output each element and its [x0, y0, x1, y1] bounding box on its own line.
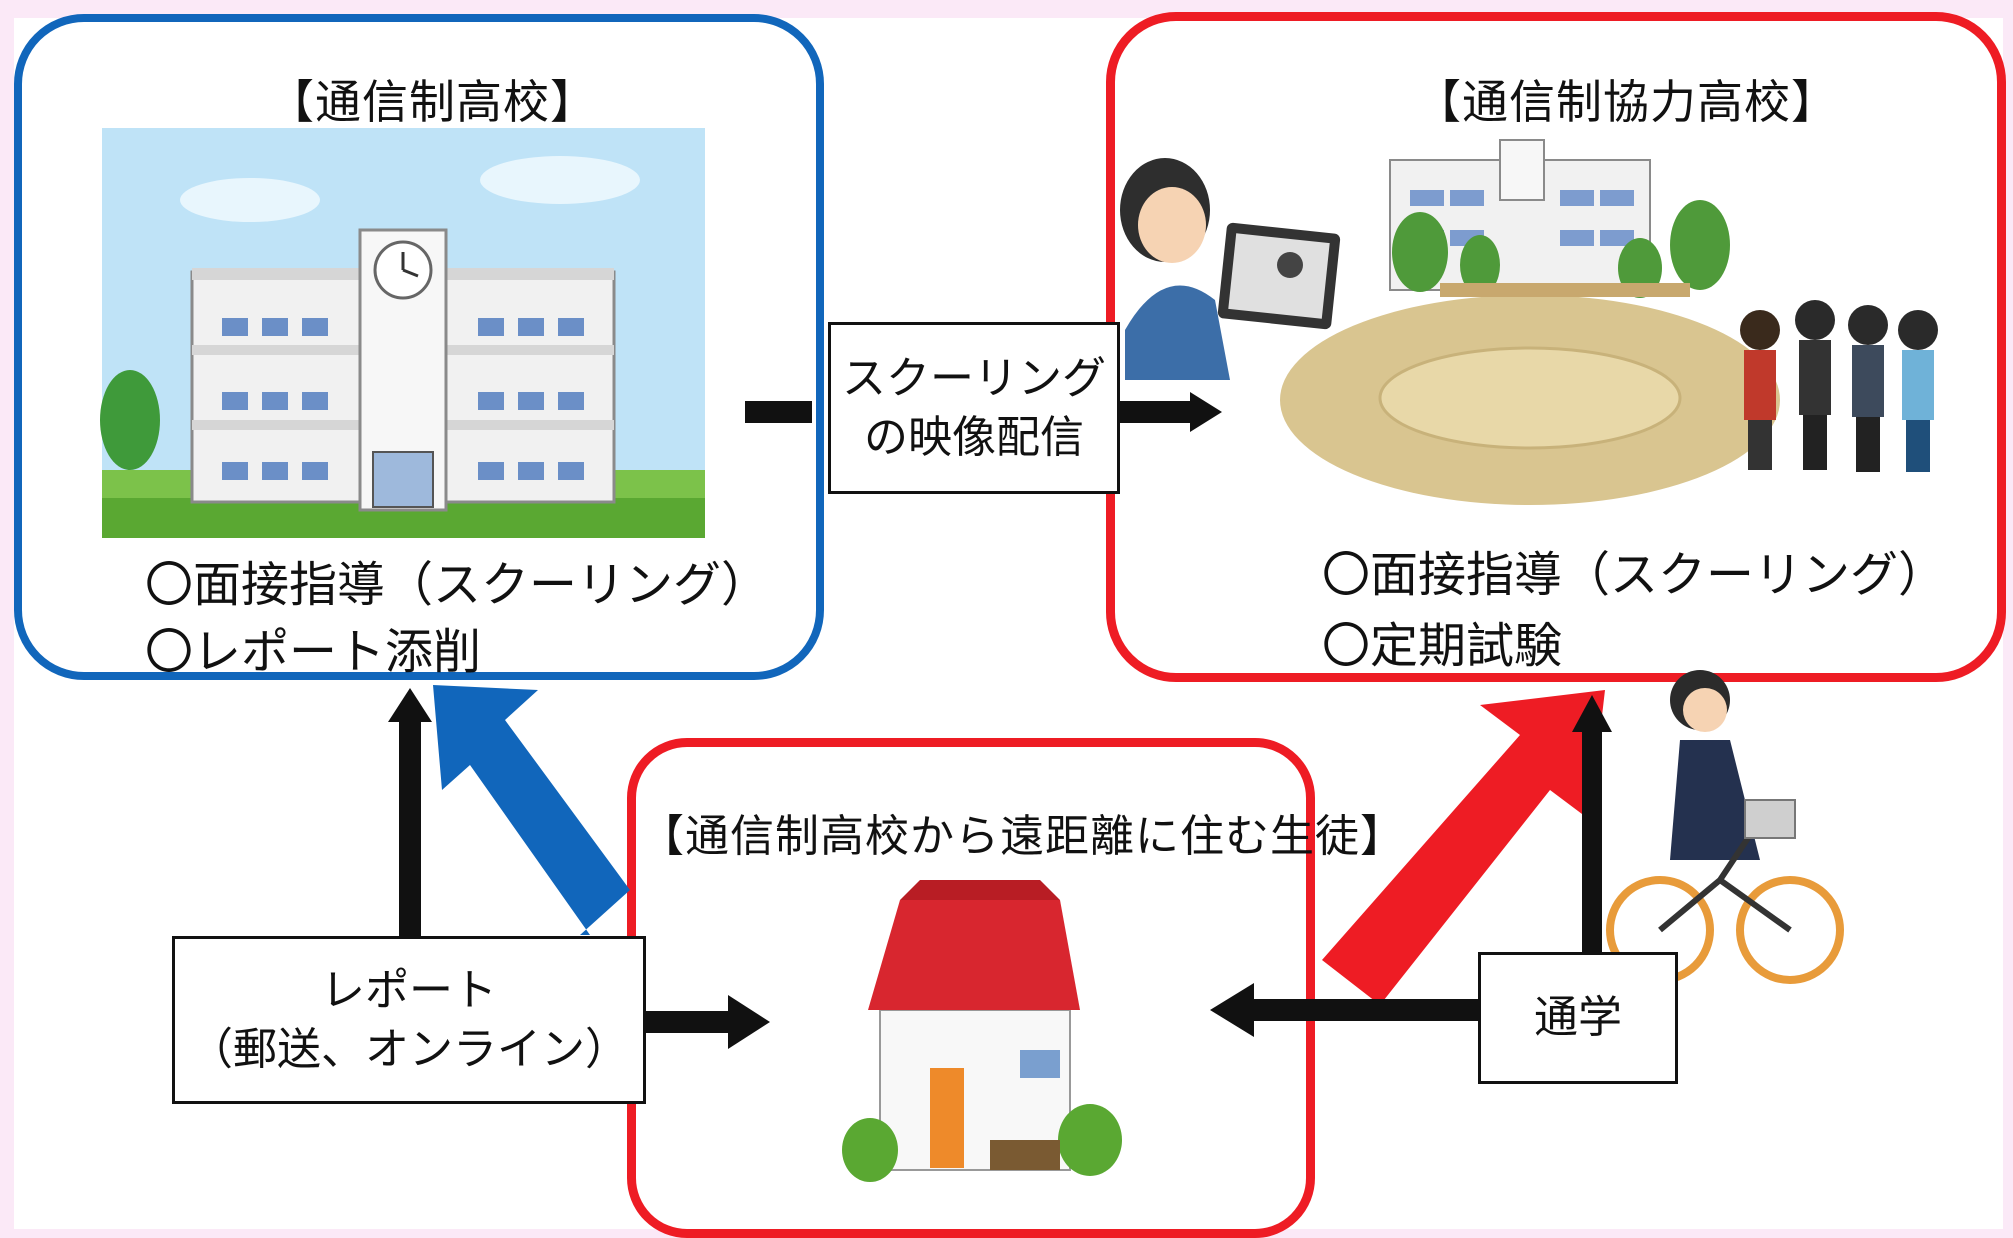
commute-box: 通学	[1478, 952, 1678, 1084]
bicycle-student-illustration	[1606, 670, 1844, 984]
red-arrow-to-cooperating-school	[1322, 690, 1605, 1005]
cooperating-school-illustration	[1280, 139, 1780, 505]
correspondence-school-title: 【通信制高校】	[268, 75, 597, 129]
teacher-tablet-illustration	[1120, 158, 1341, 380]
blue-arrow-to-school	[433, 685, 630, 935]
left-item-schooling: 〇面接指導（スクーリング）	[145, 557, 770, 613]
commute-label: 通学	[1534, 992, 1622, 1044]
report-line-1: レポート	[321, 964, 497, 1016]
left-band	[0, 0, 14, 1229]
right-band	[2003, 0, 2013, 1229]
left-item-report-correction: 〇レポート添削	[145, 624, 482, 680]
cooperating-school-title: 【通信制協力高校】	[1415, 75, 1838, 129]
schooling-stream-connector	[745, 392, 1222, 432]
schooling-stream-line-2: の映像配信	[864, 412, 1084, 463]
report-up-arrow	[388, 688, 432, 940]
commute-arrows	[1210, 695, 1612, 1037]
report-box: レポート （郵送、オンライン）	[172, 936, 646, 1104]
student-panel-title: 【通信制高校から遠距離に住む生徒】	[640, 811, 1405, 862]
right-item-schooling: 〇面接指導（スクーリング）	[1322, 547, 1947, 603]
report-to-student-arrow	[645, 995, 770, 1049]
right-item-exam: 〇定期試験	[1322, 618, 1563, 674]
house-illustration	[842, 880, 1122, 1182]
school-building-illustration	[100, 128, 705, 538]
report-line-2: （郵送、オンライン）	[189, 1024, 629, 1075]
schooling-stream-box: スクーリング の映像配信	[828, 322, 1120, 494]
schooling-stream-line-1: スクーリング	[842, 352, 1106, 404]
students-group-illustration	[1740, 300, 1938, 472]
